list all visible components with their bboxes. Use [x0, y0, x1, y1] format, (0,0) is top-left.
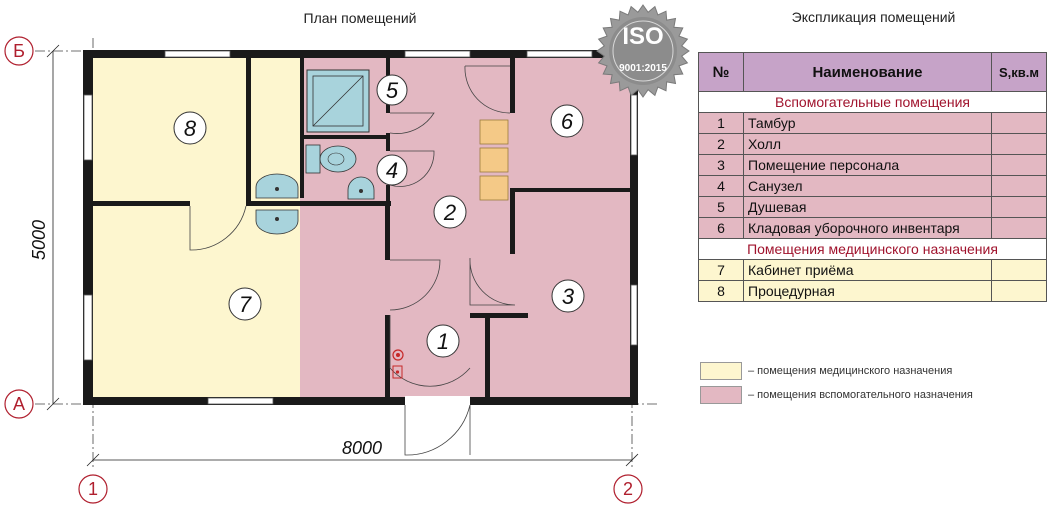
- row-area: [991, 154, 1047, 176]
- header-number: №: [698, 52, 744, 92]
- row-area: [991, 217, 1047, 239]
- row-number: 6: [698, 217, 744, 239]
- group-row-medical: Помещения медицинского назначения: [698, 238, 1047, 260]
- room-marker-8: [173, 111, 207, 145]
- row-number: 2: [698, 133, 744, 155]
- explication-header-row: № Наименование S,кв.м: [698, 52, 1047, 92]
- sink-procedure-room: [255, 173, 299, 199]
- table-row: 7 Кабинет приёма: [698, 259, 1047, 281]
- row-area: [991, 112, 1047, 134]
- room-marker-2: [433, 195, 467, 229]
- plan-title: План помещений: [304, 10, 417, 26]
- axis-marker-top: [4, 36, 34, 66]
- dimension-height: 5000: [29, 220, 49, 260]
- table-row: 5 Душевая: [698, 196, 1047, 218]
- axis-label-bottom: А: [13, 394, 25, 414]
- dimension-lines: [46, 44, 639, 467]
- room-marker-7: [228, 287, 262, 321]
- row-area: [991, 259, 1047, 281]
- row-number: 4: [698, 175, 744, 197]
- row-name: Кабинет приёма: [743, 259, 992, 281]
- room-number-5: 5: [386, 78, 399, 103]
- room-number-1: 1: [437, 329, 449, 354]
- row-area: [991, 133, 1047, 155]
- iso-badge: ISO 9001:2015: [596, 4, 690, 98]
- group-row-auxiliary: Вспомогательные помещения: [698, 91, 1047, 113]
- room-marker-4: [376, 154, 408, 186]
- row-area: [991, 196, 1047, 218]
- iso-badge-main: ISO: [622, 23, 663, 50]
- toilet: [305, 144, 357, 174]
- table-row: 3 Помещение персонала: [698, 154, 1047, 176]
- row-number: 3: [698, 154, 744, 176]
- room-marker-3: [551, 279, 585, 313]
- row-area: [991, 280, 1047, 302]
- group-title-medical: Помещения медицинского назначения: [698, 238, 1047, 260]
- row-name: Душевая: [743, 196, 992, 218]
- room-marker-5: [376, 74, 408, 106]
- dimension-width: 8000: [342, 438, 382, 458]
- door-swings: [189, 65, 516, 456]
- row-number: 7: [698, 259, 744, 281]
- legend-swatch-auxiliary: [700, 386, 742, 404]
- iso-badge-sub: 9001:2015: [619, 63, 667, 74]
- row-area: [991, 175, 1047, 197]
- room-number-7: 7: [239, 292, 252, 317]
- axis-marker-left: [78, 474, 108, 504]
- floor-plan: План помещений 5000 8000 Б А 1 2: [4, 4, 690, 504]
- axis-label-top: Б: [13, 41, 25, 61]
- windows: [83, 50, 638, 405]
- table-row: 2 Холл: [698, 133, 1047, 155]
- legend-label-auxiliary: – помещения вспомогательного назначения: [748, 389, 973, 401]
- table-row: 1 Тамбур: [698, 112, 1047, 134]
- sink-exam-room: [255, 209, 299, 235]
- sink-bathroom: [347, 176, 375, 200]
- table-row: 6 Кладовая уборочного инвентаря: [698, 217, 1047, 239]
- room-marker-1: [426, 324, 460, 358]
- header-name: Наименование: [743, 52, 992, 92]
- row-number: 1: [698, 112, 744, 134]
- row-name: Тамбур: [743, 112, 992, 134]
- axis-label-right: 2: [623, 479, 633, 499]
- group-title-auxiliary: Вспомогательные помещения: [698, 91, 1047, 113]
- row-name: Кладовая уборочного инвентаря: [743, 217, 992, 239]
- fire-extinguisher-icon: [392, 349, 404, 379]
- row-name: Холл: [743, 133, 992, 155]
- room-number-3: 3: [562, 284, 575, 309]
- entrance-opening: [405, 396, 470, 406]
- row-name: Санузел: [743, 175, 992, 197]
- legend-auxiliary: – помещения вспомогательного назначения: [700, 386, 973, 404]
- row-number: 5: [698, 196, 744, 218]
- lockers: [479, 119, 509, 201]
- legend-swatch-medical: [700, 362, 742, 380]
- floor-vestibule: [389, 258, 470, 401]
- room-number-4: 4: [386, 158, 398, 183]
- explication-table: № Наименование S,кв.м Вспомогательные по…: [698, 52, 1047, 302]
- table-row: 8 Процедурная: [698, 280, 1047, 302]
- room-number-8: 8: [184, 116, 197, 141]
- legend-label-medical: – помещения медицинского назначения: [748, 365, 953, 377]
- legend-medical: – помещения медицинского назначения: [700, 362, 952, 380]
- room-marker-6: [550, 104, 584, 138]
- room-number-2: 2: [443, 200, 456, 225]
- table-row: 4 Санузел: [698, 175, 1047, 197]
- row-name: Помещение персонала: [743, 154, 992, 176]
- axis-marker-bottom: [4, 389, 34, 419]
- row-name: Процедурная: [743, 280, 992, 302]
- axis-label-left: 1: [88, 479, 98, 499]
- outer-walls: [83, 50, 638, 405]
- header-area: S,кв.м: [991, 52, 1047, 92]
- room-number-6: 6: [561, 109, 574, 134]
- axis-marker-right: [613, 474, 643, 504]
- explication-title: Экспликация помещений: [791, 9, 956, 25]
- row-number: 8: [698, 280, 744, 302]
